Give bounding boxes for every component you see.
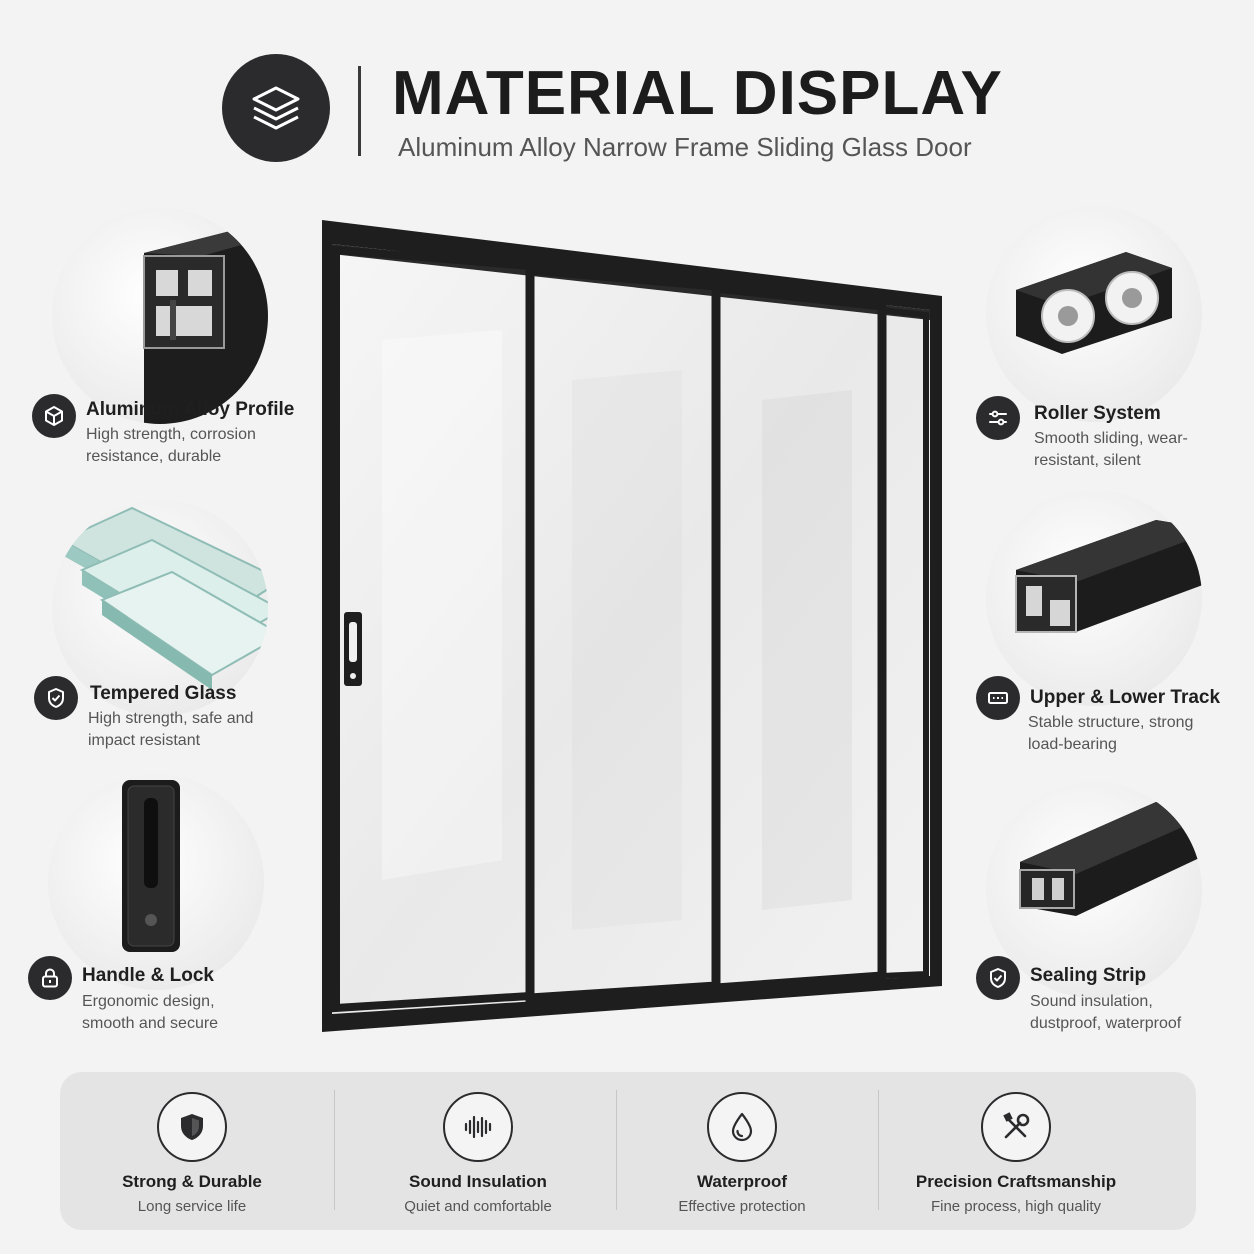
sliding-door-image [322, 220, 942, 1032]
benefit-desc: Fine process, high quality [930, 1198, 1102, 1215]
feature-desc-handle-lock: Ergonomic design, smooth and secure [82, 993, 219, 1032]
benefit-sound-insulation: Sound Insulation Quiet and comfortable [378, 1072, 578, 1230]
aluminum-profile-image [52, 208, 268, 424]
benefit-desc: Long service life [137, 1198, 247, 1215]
benefit-title: Sound Insulation [409, 1172, 547, 1191]
benefit-desc: Effective protection [678, 1198, 806, 1215]
benefit-divider [616, 1090, 617, 1210]
feature-desc-aluminum-profile: High strength, corrosion resistance, dur… [86, 426, 256, 465]
track-image [986, 490, 1202, 706]
sliders-icon [976, 396, 1020, 440]
water-drop-icon [707, 1092, 777, 1162]
feature-desc-tempered-glass: High strength, safe and impact resistant [88, 710, 254, 749]
benefit-precision-craftsmanship: Precision Craftsmanship Fine process, hi… [906, 1072, 1126, 1230]
feature-title-track: Upper & Lower Track [1030, 687, 1221, 708]
sound-wave-icon [443, 1092, 513, 1162]
page-title: MATERIAL DISPLAY [392, 59, 1003, 128]
roller-system-image [986, 206, 1202, 422]
shield-check-icon [34, 676, 78, 720]
header-divider [358, 66, 361, 156]
sealing-strip-image [986, 782, 1202, 998]
page-subtitle: Aluminum Alloy Narrow Frame Sliding Glas… [398, 132, 972, 162]
cube-icon [32, 394, 76, 438]
tempered-glass-image [52, 500, 268, 716]
layers-icon [222, 54, 330, 162]
feature-desc-sealing-strip: Sound insulation, dustproof, waterproof [1030, 993, 1182, 1032]
benefit-strong-durable: Strong & Durable Long service life [100, 1072, 284, 1230]
feature-title-tempered-glass: Tempered Glass [90, 683, 237, 704]
benefit-title: Strong & Durable [122, 1172, 262, 1191]
lock-icon [28, 956, 72, 1000]
tools-icon [981, 1092, 1051, 1162]
shield-check-icon [976, 956, 1020, 1000]
feature-desc-roller-system: Smooth sliding, wear-resistant, silent [1034, 430, 1188, 469]
feature-title-roller-system: Roller System [1034, 403, 1161, 424]
benefit-title: Waterproof [696, 1172, 788, 1191]
benefit-divider [334, 1090, 335, 1210]
handle-lock-image [48, 774, 264, 990]
shield-icon [157, 1092, 227, 1162]
feature-title-sealing-strip: Sealing Strip [1030, 965, 1147, 986]
track-icon [976, 676, 1020, 720]
feature-desc-track: Stable structure, strong load-bearing [1028, 714, 1194, 753]
benefit-title: Precision Craftsmanship [915, 1172, 1117, 1191]
benefit-divider [878, 1090, 879, 1210]
benefit-desc: Quiet and comfortable [404, 1198, 552, 1215]
feature-title-handle-lock: Handle & Lock [82, 965, 214, 986]
benefits-bar: Strong & Durable Long service life Sound… [60, 1072, 1196, 1230]
benefit-waterproof: Waterproof Effective protection [642, 1072, 842, 1230]
feature-title-aluminum-profile: Aluminum Alloy Profile [86, 399, 295, 420]
